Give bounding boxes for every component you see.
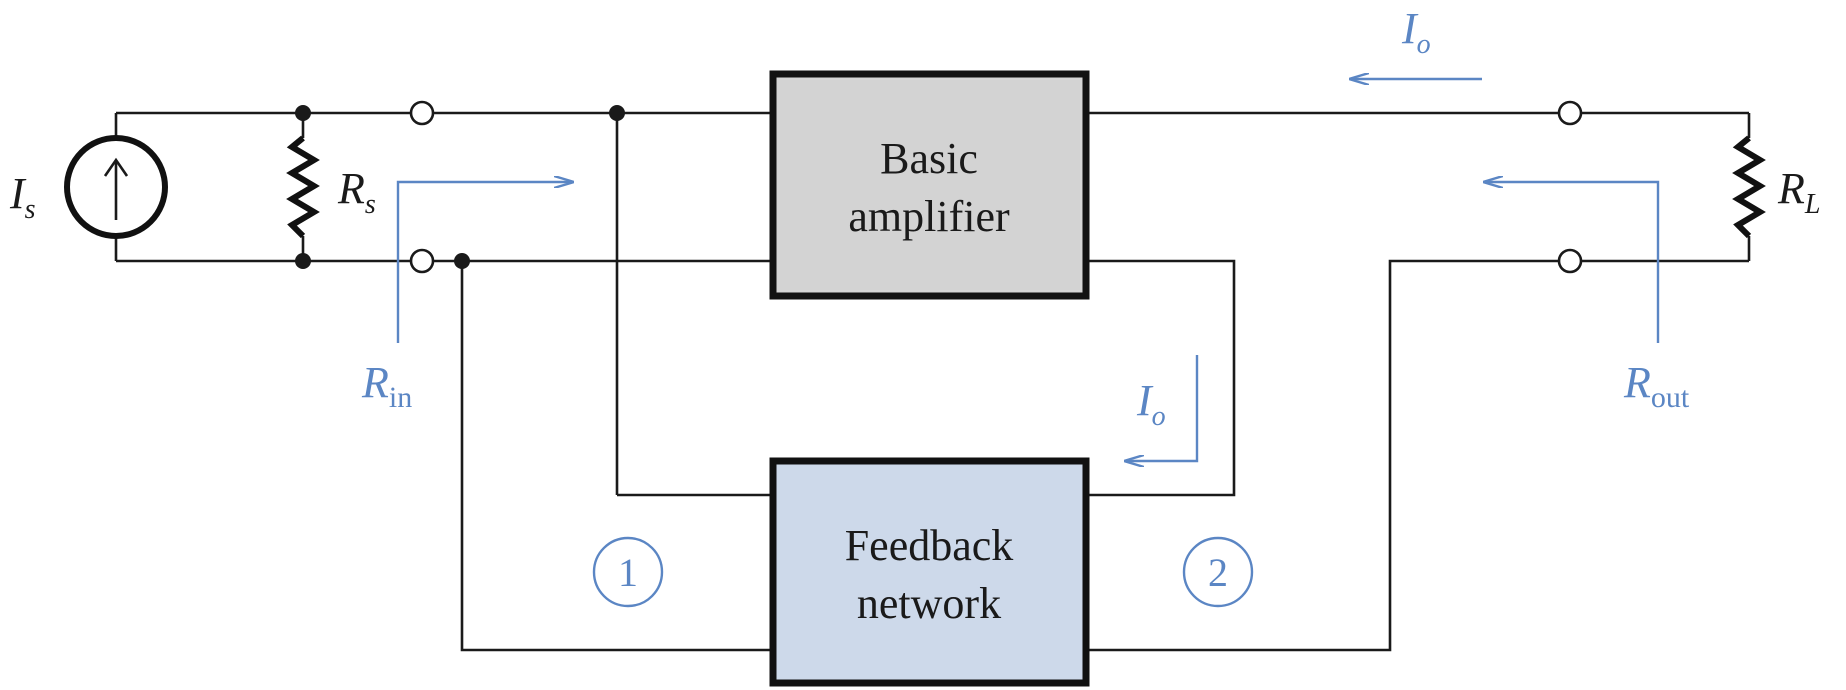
junction-dot — [295, 253, 311, 269]
amplifier-label-line2: amplifier — [848, 192, 1010, 241]
rin-arrow — [396, 182, 573, 343]
feedback-network-block: Feedback network — [769, 457, 1090, 687]
port-2-marker: 2 — [1182, 536, 1254, 608]
junction-dot — [454, 253, 470, 269]
source-resistor-label: Rs — [337, 164, 376, 220]
junction-dot — [295, 105, 311, 121]
feedback-label-line1: Feedback — [845, 521, 1014, 570]
output-terminal-top — [1557, 100, 1583, 126]
input-terminal-top — [409, 100, 435, 126]
input-terminal-bottom — [409, 248, 435, 274]
feedback-label-line2: network — [857, 579, 1001, 628]
input-resistance-label: Rin — [361, 358, 412, 414]
output-current-top-label: Io — [1401, 4, 1431, 60]
source-resistor — [286, 135, 320, 239]
output-resistance-label: Rout — [1623, 358, 1690, 414]
port-2-number: 2 — [1208, 550, 1228, 595]
port-1-marker: 1 — [592, 536, 664, 608]
circuit-wires — [114, 111, 1751, 652]
source-current-label: Is — [9, 169, 36, 225]
current-source — [64, 135, 168, 239]
output-series-loop — [1086, 259, 1236, 497]
junction-dot — [609, 105, 625, 121]
port-1-number: 1 — [618, 550, 638, 595]
amplifier-label-line1: Basic — [880, 134, 978, 183]
basic-amplifier-block: Basic amplifier — [769, 70, 1090, 300]
output-terminal-bottom — [1557, 248, 1583, 274]
input-return-to-feedback — [460, 261, 773, 652]
load-resistor-label: RL — [1777, 164, 1820, 220]
output-current-feedback-label: Io — [1136, 376, 1166, 432]
rout-arrow — [1484, 182, 1660, 343]
io-feedback-arrow — [1125, 355, 1199, 461]
load-resistor — [1732, 135, 1766, 239]
output-return-wire — [1086, 259, 1558, 652]
